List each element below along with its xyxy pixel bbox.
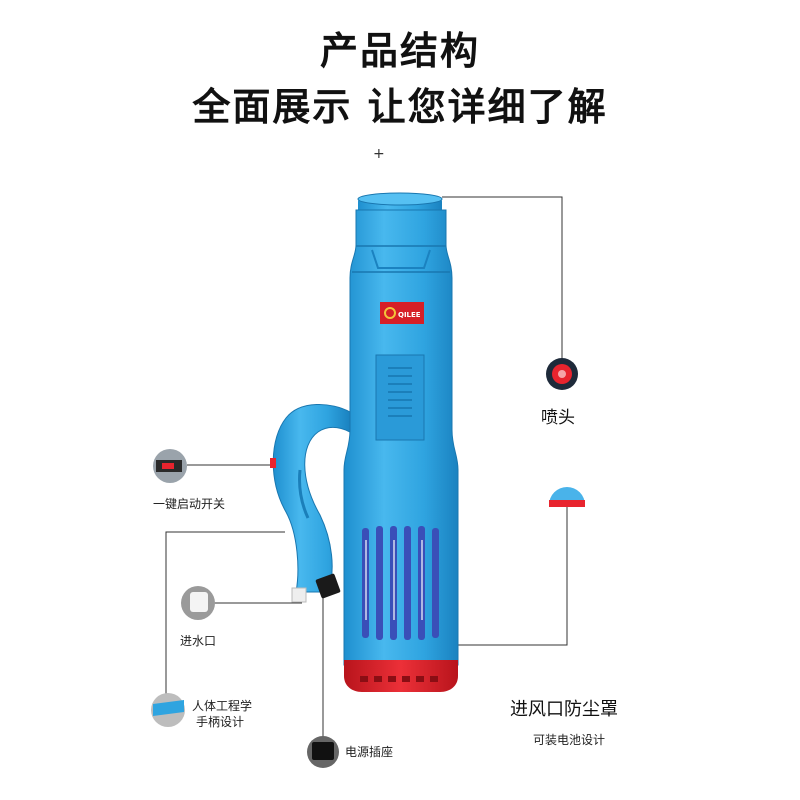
blue-handle-icon bbox=[151, 693, 185, 727]
power-label: 电源插座 bbox=[345, 745, 394, 759]
handle-callout-line bbox=[165, 531, 285, 700]
plus-marker: + bbox=[373, 146, 385, 162]
page-title: 产品结构 bbox=[319, 29, 480, 73]
dust-cover-label: 进风口防尘罩 bbox=[510, 699, 618, 720]
brand-logo: QILEE bbox=[398, 311, 421, 319]
red-blue-cover-icon bbox=[549, 487, 585, 507]
red-switch-icon bbox=[153, 449, 187, 483]
nozzle-label: 喷头 bbox=[541, 408, 575, 428]
dust-cover-callout-line bbox=[440, 505, 568, 646]
nozzle-callout-line bbox=[442, 196, 563, 360]
callout-lines bbox=[165, 196, 568, 748]
red-nozzle-icon bbox=[546, 358, 578, 390]
page-subtitle: 全面展示 让您详细了解 bbox=[192, 85, 608, 129]
white-cap-icon bbox=[181, 586, 215, 620]
switch-label: 一键启动开关 bbox=[153, 497, 226, 511]
black-socket-icon bbox=[307, 736, 339, 768]
handle bbox=[270, 403, 351, 603]
handle-label-line1: 人体工程学 bbox=[192, 699, 253, 713]
water-inlet-label: 进水口 bbox=[180, 634, 217, 648]
dust-cover-sublabel: 可装电池设计 bbox=[533, 733, 606, 747]
handle-label-line2: 手柄设计 bbox=[196, 715, 245, 729]
blower-body: QILEE bbox=[315, 192, 459, 692]
